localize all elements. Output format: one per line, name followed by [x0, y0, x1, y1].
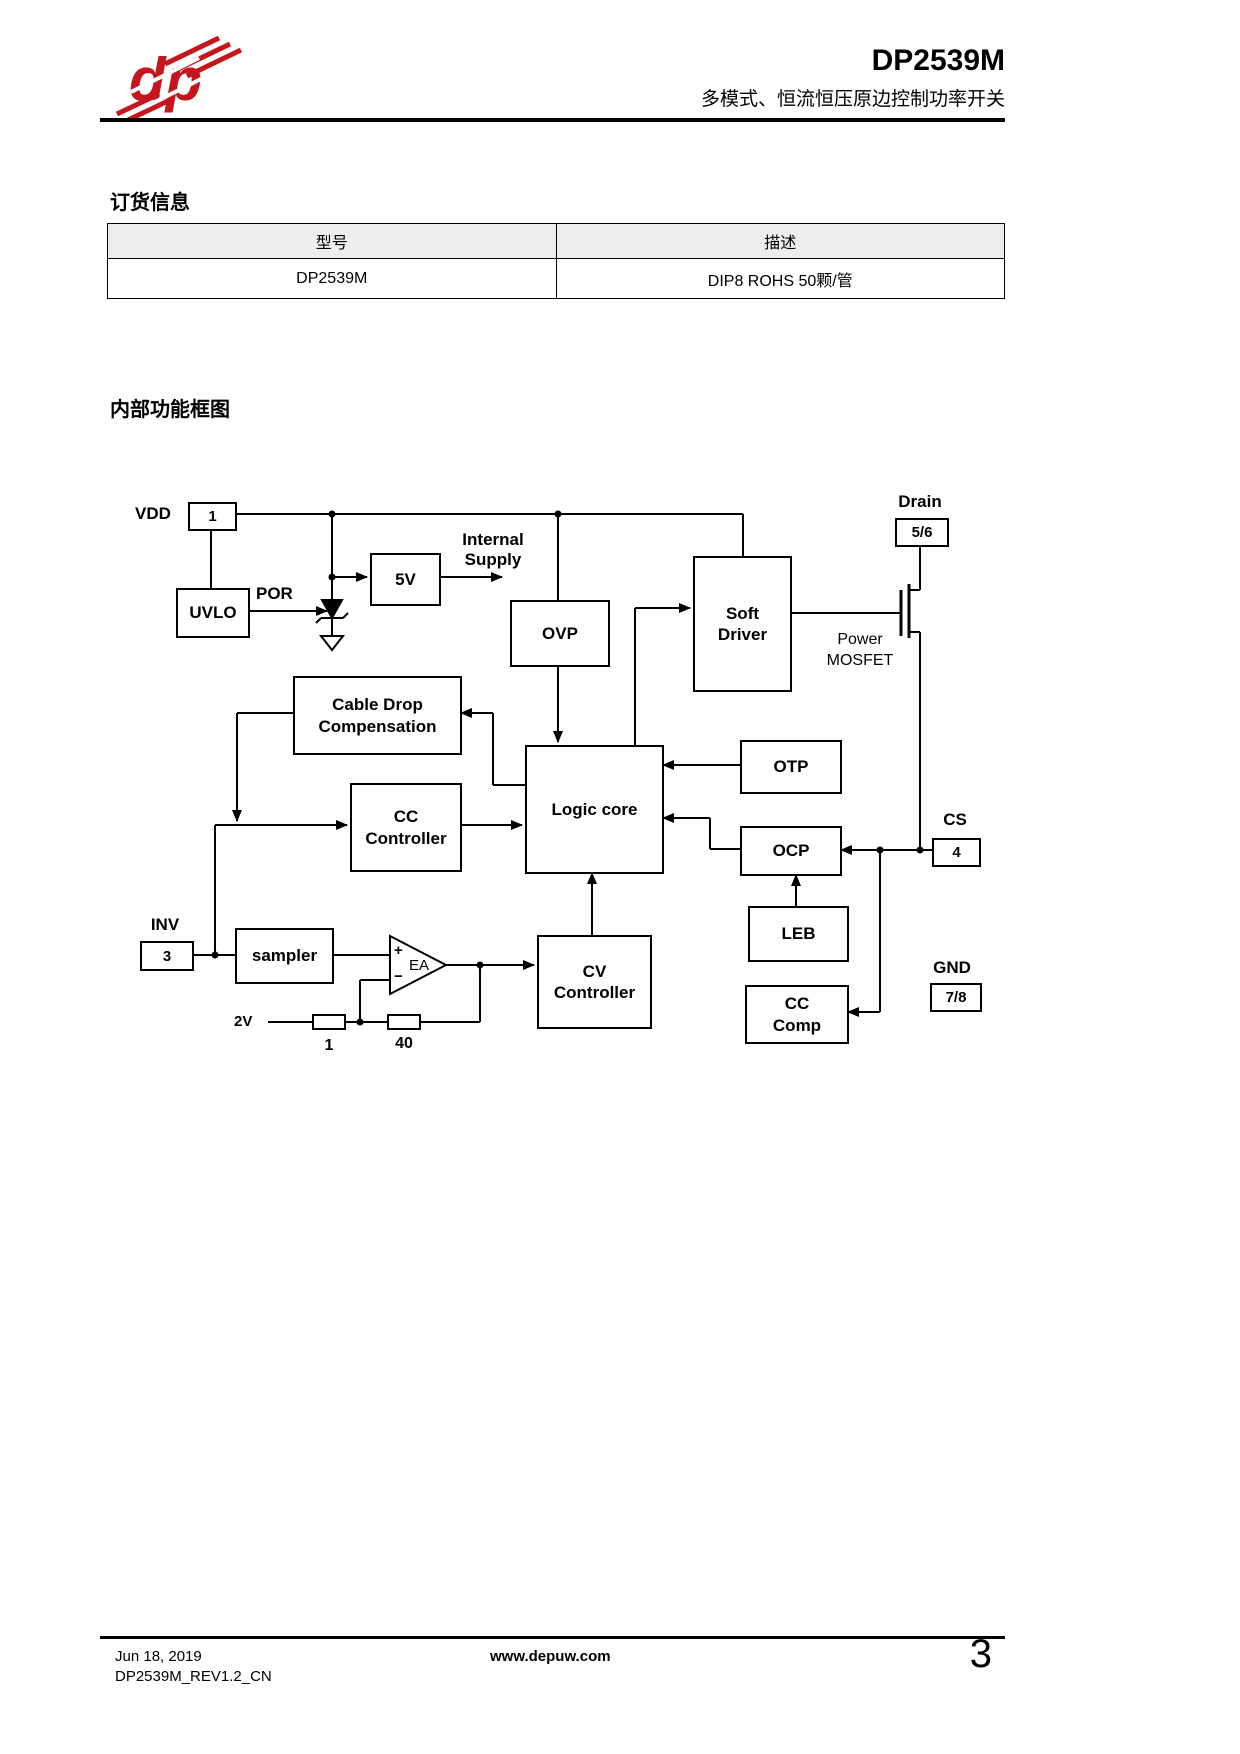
pin-box-drain: 5/6 — [895, 518, 949, 547]
ordering-table-header-row: 型号 描述 — [107, 223, 1005, 259]
pin-label-vdd: VDD — [135, 504, 171, 523]
block-cable-drop-compensation: Cable Drop Compensation — [293, 676, 462, 755]
ea-plus-input-label: + — [394, 942, 403, 959]
pin-box-cs: 4 — [932, 838, 981, 867]
block-ovp: OVP — [510, 600, 610, 667]
resistor-r40-label: 40 — [395, 1035, 413, 1052]
diagram-section-title: 内部功能框图 — [110, 399, 230, 421]
ordering-section-title: 订货信息 — [110, 192, 190, 214]
ea-label: EA — [409, 957, 430, 974]
ordering-cell-description: DIP8 ROHS 50颗/管 — [555, 258, 1005, 299]
page-title: DP2539M — [871, 44, 1005, 77]
header-divider — [100, 118, 1005, 122]
block-diagram-wiring — [190, 510, 932, 1030]
block-leb: LEB — [748, 906, 849, 962]
ordering-col-model: 型号 — [107, 223, 557, 259]
pin-box-inv: 3 — [140, 941, 194, 971]
block-otp: OTP — [740, 740, 842, 794]
mosfet-symbol — [788, 543, 921, 850]
footer-website: www.depuw.com — [490, 1648, 611, 1665]
pin-box-vdd: 1 — [188, 502, 237, 531]
resistor-r40-symbol — [387, 1014, 421, 1030]
pin-label-drain: Drain — [898, 492, 942, 511]
footer-doc-id: DP2539M_REV1.2_CN — [115, 1668, 272, 1685]
ordering-table-row: DP2539M DIP8 ROHS 50颗/管 — [107, 258, 1005, 299]
block-ocp: OCP — [740, 826, 842, 876]
block-logic-core: Logic core — [525, 745, 664, 874]
footer-page-number: 3 — [969, 1632, 992, 1676]
wiring-lines — [190, 513, 932, 1023]
footer-date: Jun 18, 2019 — [115, 1648, 202, 1665]
block-soft-driver: Soft Driver — [693, 556, 792, 692]
ordering-col-description: 描述 — [555, 223, 1005, 259]
ordering-table: 型号 描述 DP2539M DIP8 ROHS 50颗/管 — [107, 223, 1005, 299]
resistor-r1-symbol — [312, 1014, 346, 1030]
junction-dots — [211, 510, 924, 1026]
block-5v-regulator: 5V — [370, 553, 441, 606]
block-cc-controller: CC Controller — [350, 783, 462, 872]
footer-divider — [100, 1636, 1005, 1639]
ordering-cell-model: DP2539M — [107, 258, 557, 299]
resistor-r1-label: 1 — [324, 1037, 334, 1054]
block-uvlo: UVLO — [176, 588, 250, 638]
power-mosfet-label: Power MOSFET — [826, 631, 894, 669]
block-cv-controller: CV Controller — [537, 935, 652, 1029]
por-label: POR — [256, 584, 293, 603]
ea-minus-input-label: − — [394, 968, 403, 985]
pin-label-inv: INV — [150, 915, 180, 934]
pin-label-gnd: GND — [933, 958, 971, 977]
block-cc-comp: CC Comp — [745, 985, 849, 1044]
dp-logo: dp — [115, 36, 243, 118]
ground-icon — [318, 635, 346, 652]
pin-label-cs: CS — [943, 810, 967, 829]
pin-box-gnd: 7/8 — [930, 983, 982, 1012]
page-subtitle: 多模式、恒流恒压原边控制功率开关 — [700, 89, 1005, 110]
block-sampler: sampler — [235, 928, 334, 984]
svg-text:dp: dp — [129, 46, 202, 113]
ea-opamp-symbol — [389, 934, 449, 996]
internal-supply-label: Internal Supply — [462, 530, 524, 570]
zener-diode-icon — [315, 599, 349, 636]
block-diagram: VDD 1 Drain 5/6 CS 4 GND 7/8 INV 3 5V UV… — [110, 480, 1010, 1080]
2v-reference-label: 2V — [234, 1013, 253, 1030]
